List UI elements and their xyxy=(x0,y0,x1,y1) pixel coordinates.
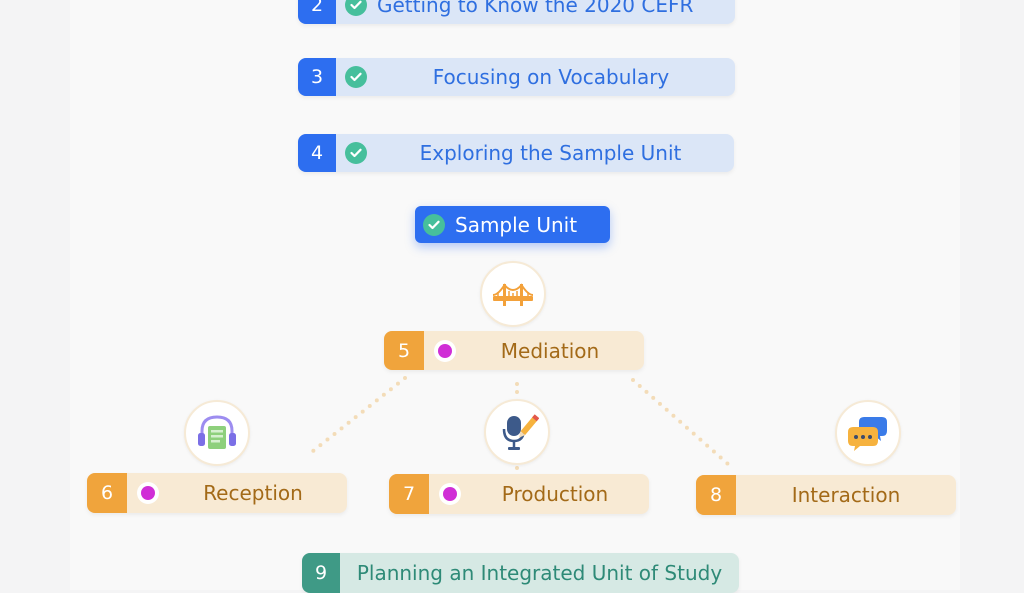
step-2-item[interactable]: 2 Getting to Know the 2020 CEFR xyxy=(298,0,735,24)
reception-item[interactable]: 6 Reception xyxy=(87,473,347,513)
status-dot-icon xyxy=(434,339,456,362)
step-4-number: 4 xyxy=(298,134,336,172)
production-item[interactable]: 7 Production xyxy=(389,474,649,514)
step-9-number: 9 xyxy=(302,553,340,593)
step-3-number: 3 xyxy=(298,58,336,96)
step-4-item[interactable]: 4 Exploring the Sample Unit xyxy=(298,134,734,172)
status-dot-icon xyxy=(439,483,461,505)
status-dot-icon xyxy=(137,482,159,504)
interaction-label: Interaction xyxy=(791,483,901,507)
mediation-label: Mediation xyxy=(500,338,600,363)
reception-label: Reception xyxy=(203,481,303,505)
sample-unit-button[interactable]: Sample Unit xyxy=(415,206,610,243)
step-3-label: Focusing on Vocabulary xyxy=(432,65,670,89)
checkmark-icon xyxy=(345,66,367,88)
chat-bubbles-icon xyxy=(835,400,901,466)
interaction-number: 8 xyxy=(696,475,736,515)
step-9-label: Planning an Integrated Unit of Study xyxy=(356,561,723,585)
step-4-label: Exploring the Sample Unit xyxy=(419,141,682,165)
sample-unit-label: Sample Unit xyxy=(455,212,578,237)
production-number: 7 xyxy=(389,474,429,514)
microphone-pencil-icon xyxy=(484,399,550,465)
step-2-number: 2 xyxy=(298,0,336,24)
interaction-item[interactable]: 8 Interaction xyxy=(696,475,956,515)
reception-number: 6 xyxy=(87,473,127,513)
bridge-icon xyxy=(480,261,546,327)
checkmark-icon xyxy=(345,0,367,16)
step-3-item[interactable]: 3 Focusing on Vocabulary xyxy=(298,58,735,96)
step-2-label: Getting to Know the 2020 CEFR xyxy=(377,0,694,17)
checkmark-icon xyxy=(423,213,445,236)
headphones-book-icon xyxy=(184,400,250,466)
step-9-item[interactable]: 9 Planning an Integrated Unit of Study xyxy=(302,553,739,593)
mediation-item[interactable]: 5 Mediation xyxy=(384,331,644,370)
mediation-number: 5 xyxy=(384,331,424,370)
checkmark-icon xyxy=(345,142,367,164)
production-label: Production xyxy=(501,482,609,506)
